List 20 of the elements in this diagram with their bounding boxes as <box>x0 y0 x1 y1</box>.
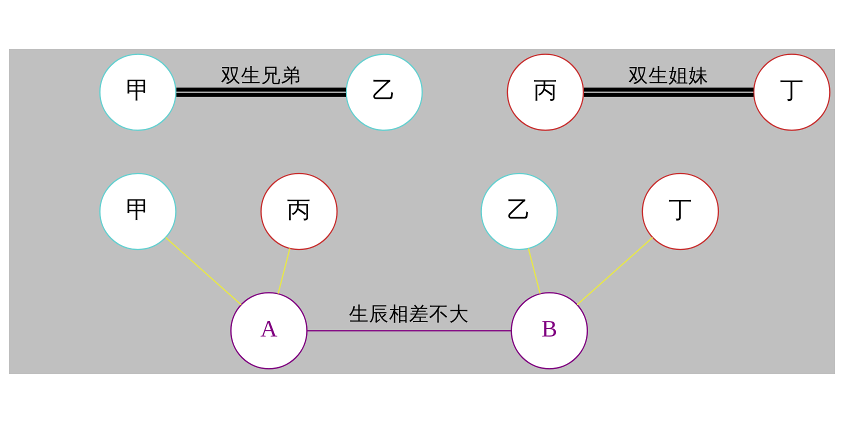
node-circle: 丙 <box>260 172 338 250</box>
connector <box>278 248 290 294</box>
node-circle: 丁 <box>753 53 830 130</box>
connector <box>584 87 754 96</box>
node-circle: 丙 <box>506 53 584 130</box>
edge-label: 双生姐妹 <box>628 63 709 86</box>
connector <box>307 330 511 331</box>
connector <box>165 236 242 305</box>
connector <box>528 248 541 294</box>
node-circle: 丁 <box>642 172 720 250</box>
connector <box>176 87 346 96</box>
node-circle: 乙 <box>346 53 423 130</box>
edge-label: 双生兄弟 <box>221 63 302 86</box>
connector <box>576 236 654 305</box>
node-circle: B <box>510 292 588 369</box>
node-circle: 甲 <box>99 172 177 250</box>
node-circle: 乙 <box>480 172 558 250</box>
node-circle: A <box>230 292 308 369</box>
node-circle: 甲 <box>99 53 177 130</box>
edge-label: 生辰相差不大 <box>349 302 470 325</box>
